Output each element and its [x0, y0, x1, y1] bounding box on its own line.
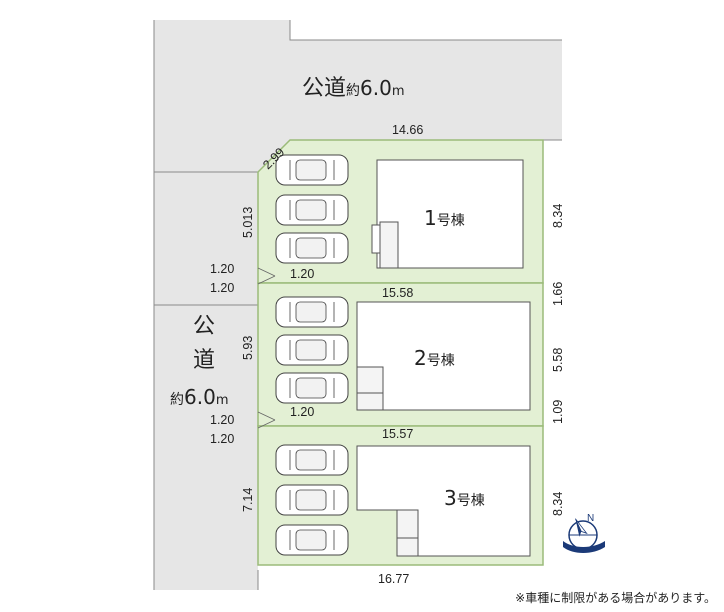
- car-icon: [275, 372, 349, 404]
- car-icon: [275, 194, 349, 226]
- building-3-label: 3号棟: [444, 486, 485, 510]
- car-icon: [275, 524, 349, 556]
- compass-icon: N: [563, 513, 605, 553]
- dim-gap2-b: 1.20: [290, 405, 314, 419]
- buildings: [356, 159, 531, 557]
- parking-cars: [275, 154, 349, 556]
- dim-bottom: 16.77: [378, 572, 409, 586]
- porch-1: [379, 221, 399, 269]
- dim-lot1-right: 8.34: [551, 204, 565, 228]
- dim-lot3-right: 8.34: [551, 492, 565, 516]
- building-1: [376, 159, 524, 269]
- dim-line12: 15.58: [382, 286, 413, 300]
- car-icon: [275, 232, 349, 264]
- dim-gap1-b: 1.20: [290, 267, 314, 281]
- west-road-label-1: 公: [193, 314, 215, 339]
- dim-gap1-a: 1.20: [210, 262, 234, 276]
- porch-2: [356, 366, 384, 411]
- dim-gap1-c: 1.20: [210, 281, 234, 295]
- building-2-label: 2号棟: [414, 346, 455, 370]
- footnote: ※車種に制限がある場合があります。: [515, 591, 716, 605]
- car-icon: [275, 334, 349, 366]
- west-road-label-2: 道: [193, 348, 215, 373]
- building-2: [356, 301, 531, 411]
- car-icon: [275, 484, 349, 516]
- car-icon: [275, 444, 349, 476]
- dim-lot2-right: 5.58: [551, 348, 565, 372]
- dim-r23: 1.09: [551, 400, 565, 424]
- dim-lot3-left: 7.14: [241, 488, 255, 512]
- car-icon: [275, 296, 349, 328]
- west-road-label-3: 約6.0m: [170, 385, 228, 409]
- dim-r12: 1.66: [551, 282, 565, 306]
- dim-lot1-left: 5.013: [241, 207, 255, 238]
- building-1-label: 1号棟: [424, 206, 465, 230]
- driveway-guides: [257, 267, 276, 429]
- car-icon: [275, 154, 349, 186]
- dim-top: 14.66: [392, 123, 423, 137]
- dim-gap2-a: 1.20: [210, 413, 234, 427]
- porch-3: [396, 509, 419, 557]
- compass-letter: N: [587, 513, 594, 524]
- boundary-lines: [153, 20, 562, 590]
- dim-line23: 15.57: [382, 427, 413, 441]
- dim-gap2-c: 1.20: [210, 432, 234, 446]
- dim-lot2-left: 5.93: [241, 336, 255, 360]
- north-road-label: 公道約6.0m: [302, 76, 405, 101]
- north-road: [290, 40, 562, 140]
